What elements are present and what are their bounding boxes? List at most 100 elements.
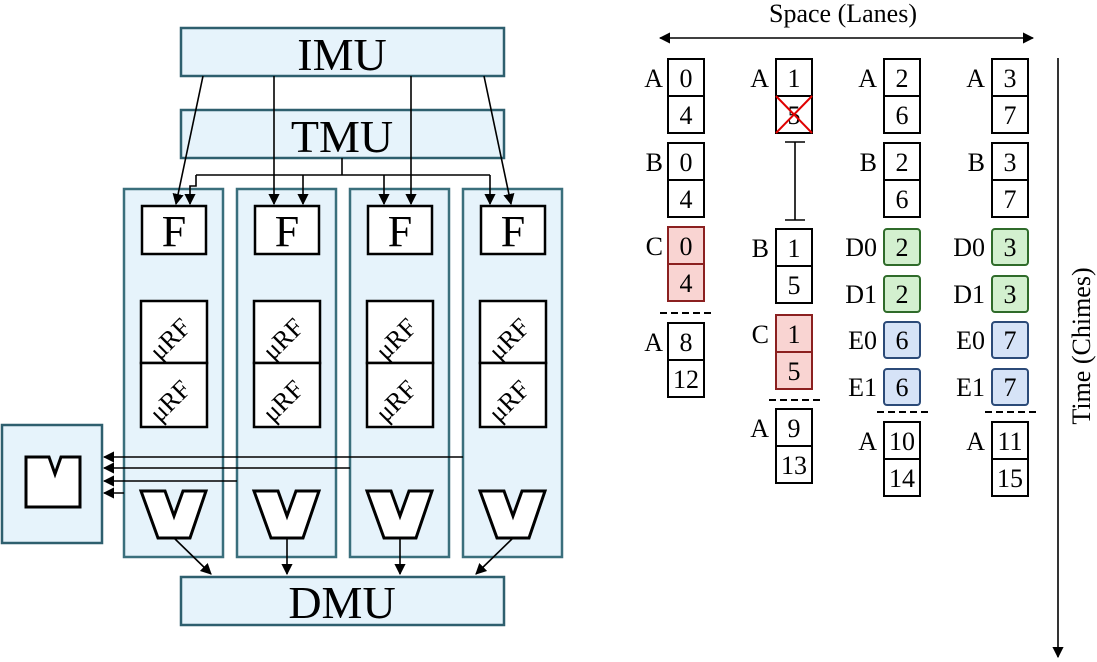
schedule-entry-lane3-6: 11 15 A xyxy=(966,421,1029,497)
schedule-cell-bottom xyxy=(667,95,705,134)
schedule-entry-label: E1 xyxy=(956,373,985,402)
schedule-entry-label: E0 xyxy=(848,326,877,355)
schedule-cell-top-value: 3 xyxy=(1004,148,1017,177)
schedule-cell-top-value: 1 xyxy=(788,64,801,93)
schedule-entry-lane2-1: 2 6B xyxy=(860,142,921,218)
schedule-entry-label: D0 xyxy=(953,233,985,262)
schedule-cell-bottom xyxy=(775,445,813,484)
schedule-entry-lane2-0: 26A xyxy=(858,58,921,134)
imu-arrows xyxy=(172,75,515,206)
schedule-cell-bottom-value: 15 xyxy=(997,464,1023,493)
space-axis-label: Space (Lanes) xyxy=(769,0,917,28)
side-unit-box xyxy=(0,423,104,545)
imu-box xyxy=(179,26,506,78)
schedule-cell-bottom-value: 7 xyxy=(1004,101,1017,130)
schedule-entry-label: D1 xyxy=(953,280,985,309)
schedule-cell-top-value: 2 xyxy=(896,148,909,177)
schedule-cell-bottom-value: 12 xyxy=(673,365,699,394)
schedule-entry-label: A xyxy=(966,427,985,456)
schedule-entry-label: E0 xyxy=(956,326,985,355)
schedule-cell-top-value: 1 xyxy=(788,320,801,349)
schedule-entry-label: E1 xyxy=(848,373,877,402)
schedule-cell-top-value: 2 xyxy=(896,64,909,93)
schedule-cell xyxy=(991,368,1029,406)
schedule-entry-label: C xyxy=(752,320,769,349)
schedule-cell-bottom xyxy=(991,458,1029,497)
schedule-entry-label: A xyxy=(644,64,663,93)
schedule-cell-value: 2 xyxy=(896,280,909,309)
alu-0 xyxy=(138,489,209,540)
schedule-cell xyxy=(883,228,921,266)
schedule-cell-top xyxy=(883,142,921,181)
schedule-cell-bottom-value: 4 xyxy=(680,185,693,214)
schedule-cell-top-value: 11 xyxy=(997,427,1022,456)
schedule-entry-lane3-0: 37A xyxy=(966,58,1029,134)
schedule-entry-label: A xyxy=(858,64,877,93)
cancel-cross xyxy=(775,95,813,134)
schedule-entry-lane1-2: 1 5C xyxy=(752,314,813,390)
schedule-cell-bottom xyxy=(667,179,705,218)
schedule-cell-top xyxy=(667,142,705,181)
fetch-label-3: F xyxy=(501,207,525,256)
schedule-entry-lane2-4: 6E0 xyxy=(848,321,921,359)
fetch-label-1: F xyxy=(275,207,299,256)
alu-1 xyxy=(251,489,322,540)
schedule-cell-bottom-value: 6 xyxy=(896,185,909,214)
schedule-entry-label: A xyxy=(644,328,663,357)
schedule-entry-label: B xyxy=(860,148,877,177)
schedule-entry-lane1-0: 15A xyxy=(750,58,813,134)
fetch-block-1 xyxy=(253,204,321,256)
schedule-cell-bottom xyxy=(667,359,705,398)
schedule-cell-top-value: 0 xyxy=(680,64,693,93)
dmu-box xyxy=(179,575,506,627)
schedule-entry-label: D0 xyxy=(845,233,877,262)
schedule-cell-bottom xyxy=(667,263,705,302)
fetch-label-0: F xyxy=(162,207,186,256)
schedule-cell-top xyxy=(883,58,921,97)
schedule-entry-lane3-4: 7 E0 xyxy=(956,321,1029,359)
schedule-cell-bottom xyxy=(883,458,921,497)
schedule-entry-label: C xyxy=(646,232,663,261)
schedule-cell-value: 7 xyxy=(1004,326,1017,355)
schedule-cell xyxy=(883,275,921,313)
schedule-entry-lane2-5: 6 E1 xyxy=(848,368,921,406)
schedule-cell-value: 3 xyxy=(1004,233,1017,262)
schedule-cell-value: 6 xyxy=(896,373,909,402)
schedule-cell-bottom-value: 14 xyxy=(889,464,915,493)
schedule-cell-top-value: 1 xyxy=(788,234,801,263)
dmu-arrows xyxy=(173,537,514,576)
time-axis-label: Time (Chimes) xyxy=(1067,267,1096,424)
schedule-cell xyxy=(883,321,921,359)
schedule-cell-bottom-value: 5 xyxy=(788,357,801,386)
schedule-entry-label: A xyxy=(858,427,877,456)
schedule-cell-top-value: 3 xyxy=(1004,64,1017,93)
schedule-entry-label: B xyxy=(968,148,985,177)
schedule-cell-value: 3 xyxy=(1004,280,1017,309)
schedule-cell-value: 7 xyxy=(1004,373,1017,402)
schedule-cell-top xyxy=(883,421,921,460)
schedule-cell-top xyxy=(775,408,813,447)
schedule-cell-top-value: 0 xyxy=(680,148,693,177)
schedule-cell-bottom-value: 13 xyxy=(781,451,807,480)
dmu-label: DMU xyxy=(288,577,395,628)
schedule-entry-lane0-2: 04C xyxy=(646,226,705,302)
schedule-cell-value: 2 xyxy=(896,233,909,262)
schedule-entry-lane1-1: 15B xyxy=(752,228,813,304)
schedule-entry-label: A xyxy=(750,64,769,93)
schedule-cell xyxy=(991,228,1029,266)
imu-label: IMU xyxy=(297,29,386,80)
schedule-entry-label: D1 xyxy=(845,280,877,309)
schedule-cell-bottom xyxy=(991,95,1029,134)
side-unit-shape xyxy=(24,455,82,509)
schedule-entry-lane3-3: 3 D1 xyxy=(953,275,1029,313)
schedule-entry-lane2-2: 2 D0 xyxy=(845,228,921,266)
chime-separators xyxy=(660,312,1037,413)
fetch-block-0 xyxy=(140,204,208,256)
schedule-cell-top xyxy=(667,322,705,361)
fetch-label-2: F xyxy=(388,207,412,256)
schedule-cell xyxy=(991,321,1029,359)
tmu-box xyxy=(179,108,506,160)
